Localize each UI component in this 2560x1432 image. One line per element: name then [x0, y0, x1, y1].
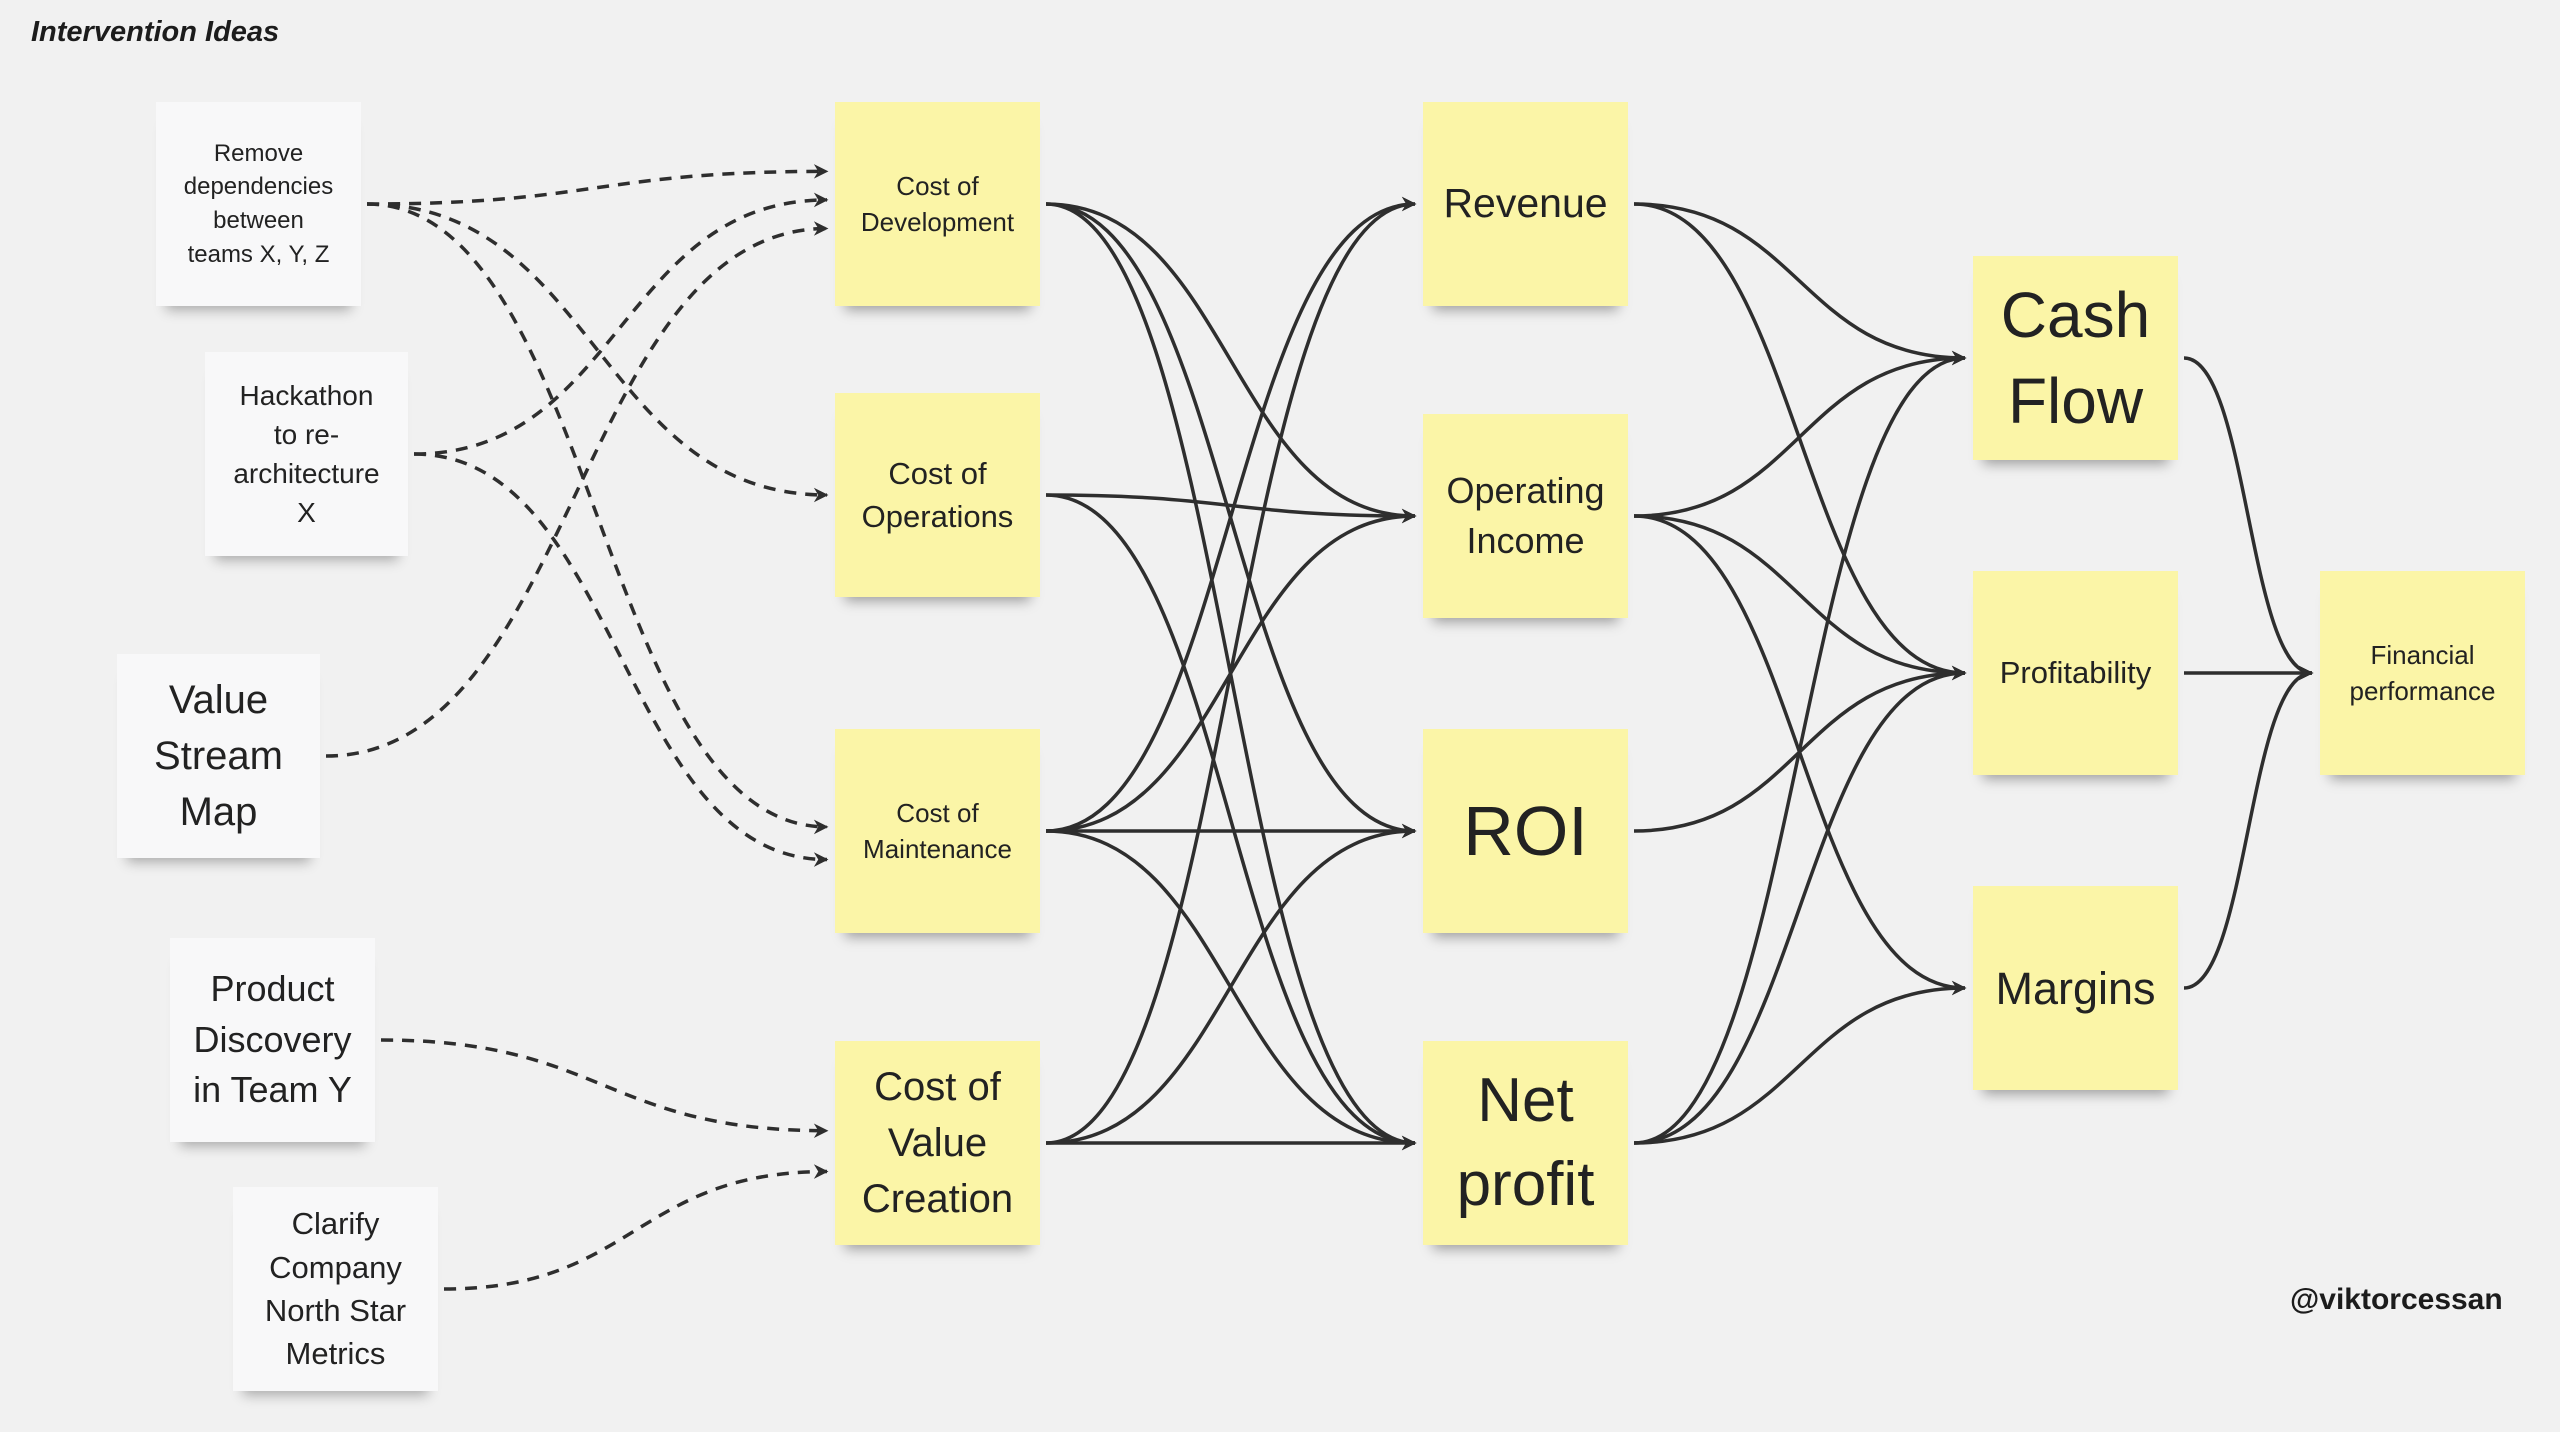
board-title: Intervention Ideas	[31, 16, 280, 48]
note-text: Hackathon to re- architecture X	[233, 379, 380, 529]
dashed-connector	[380, 1038, 829, 1139]
connector-arrow	[1045, 202, 1417, 524]
intervention-note[interactable]: Value Stream Map	[117, 654, 320, 858]
connector-arrow	[1045, 493, 1417, 524]
connector-arrow	[1633, 350, 1967, 1145]
note-text: Cost of Operations	[861, 455, 1014, 534]
note-text: Value Stream Map	[154, 678, 283, 834]
note-text: ROI	[1463, 792, 1588, 870]
note-text: Financial performance	[2349, 639, 2496, 706]
note-text: Clarify Company North Star Metrics	[264, 1206, 407, 1372]
dashed-connector	[366, 202, 829, 835]
note-text: Cost of Value Creation	[861, 1065, 1014, 1221]
connector-arrow	[2183, 665, 2314, 990]
metric-note[interactable]: Revenue	[1423, 102, 1628, 306]
goal-note[interactable]: Financial performance	[2320, 571, 2525, 775]
note-text: Margins	[1995, 962, 2156, 1014]
cost-note[interactable]: Cost of Maintenance	[835, 729, 1040, 933]
note-text: Operating Income	[1446, 469, 1605, 561]
note-text: Revenue	[1443, 180, 1608, 227]
author-credit: @viktorcessan	[2290, 1283, 2503, 1316]
dashed-connector	[413, 452, 829, 867]
outcome-note[interactable]: Margins	[1973, 886, 2178, 1090]
connector-arrow	[1633, 514, 1967, 681]
note-text: Cost of Maintenance	[863, 797, 1012, 864]
metric-note[interactable]: Operating Income	[1423, 414, 1628, 618]
cost-note[interactable]: Cost of Operations	[835, 393, 1040, 597]
metric-note[interactable]: ROI	[1423, 729, 1628, 933]
connector-arrow	[2183, 356, 2314, 681]
connector-arrow	[1045, 196, 1417, 833]
intervention-note[interactable]: Remove dependencies between teams X, Y, …	[156, 102, 361, 306]
intervention-note[interactable]: Product Discovery in Team Y	[170, 938, 375, 1142]
note-text: Product Discovery in Team Y	[193, 968, 352, 1111]
intervention-note[interactable]: Hackathon to re- architecture X	[205, 352, 408, 556]
intervention-note[interactable]: Clarify Company North Star Metrics	[233, 1187, 438, 1391]
note-text: Cost of Development	[860, 170, 1015, 237]
dashed-connector	[413, 192, 829, 456]
connector-arrow	[1633, 980, 1967, 1145]
dashed-connector	[366, 202, 829, 503]
note-text: Cash Flow	[2000, 278, 2151, 437]
connector-arrow	[1045, 823, 1417, 1145]
note-text: Net profit	[1456, 1066, 1595, 1219]
dashed-connector	[366, 164, 829, 206]
outcome-note[interactable]: Cash Flow	[1973, 256, 2178, 460]
connector-arrow	[1633, 202, 1967, 366]
connector-arrow	[1633, 350, 1967, 518]
dashed-connector	[443, 1164, 829, 1291]
outcome-note[interactable]: Profitability	[1973, 571, 2178, 775]
metric-note[interactable]: Net profit	[1423, 1041, 1628, 1245]
connector-arrow	[1045, 196, 1417, 1145]
note-text: Profitability	[1999, 655, 2152, 691]
dashed-connector	[325, 221, 829, 758]
cost-note[interactable]: Cost of Value Creation	[835, 1041, 1040, 1245]
connector-arrow	[1045, 493, 1417, 1151]
note-text: Remove dependencies between teams X, Y, …	[183, 139, 334, 268]
cost-note[interactable]: Cost of Development	[835, 102, 1040, 306]
connector-arrow	[1633, 665, 1967, 1145]
